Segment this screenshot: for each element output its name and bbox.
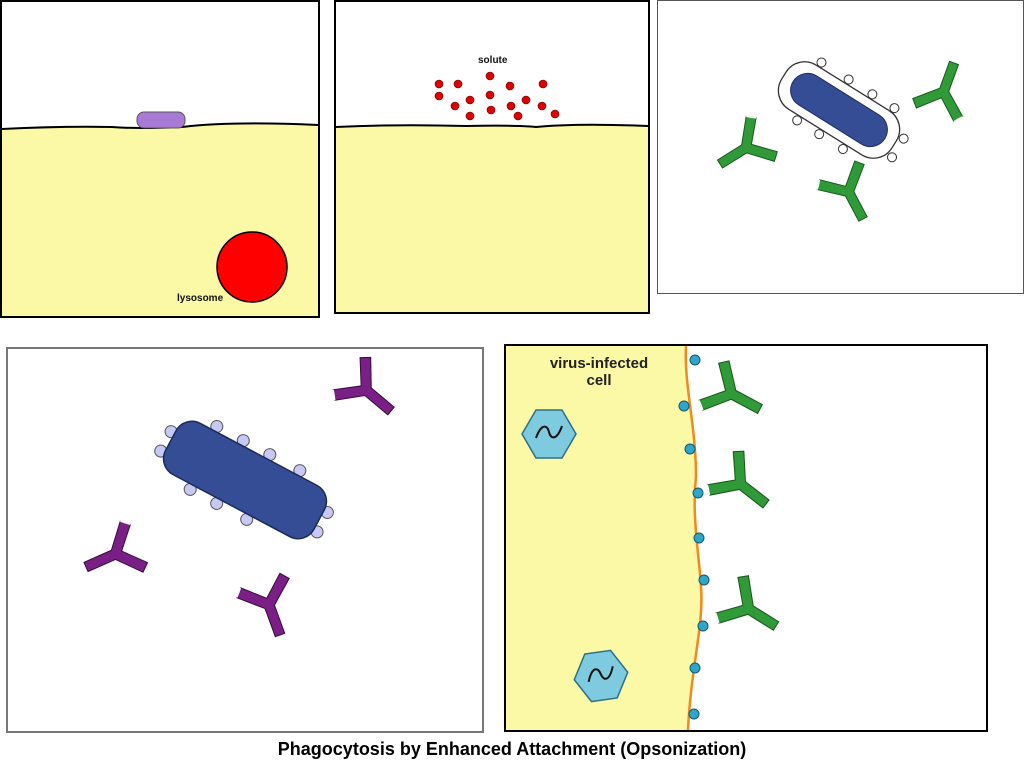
solute-molecule xyxy=(485,90,495,100)
capsule-bumps xyxy=(792,57,909,163)
solute-label: solute xyxy=(478,55,508,66)
lysosome-label: lysosome xyxy=(177,293,224,304)
solute-molecule xyxy=(506,101,516,111)
antibody xyxy=(705,111,782,188)
solute-molecule xyxy=(521,95,531,105)
solute-molecule xyxy=(550,109,560,119)
figure-caption: Phagocytosis by Enhanced Attachment (Ops… xyxy=(277,739,747,759)
antibody xyxy=(327,351,410,434)
antibody xyxy=(711,570,792,651)
solute-molecule xyxy=(465,95,475,105)
solute-molecule xyxy=(505,81,515,91)
antibody xyxy=(812,157,888,233)
solute-molecules xyxy=(434,71,560,121)
antibody xyxy=(702,445,784,527)
solute-molecule xyxy=(485,71,495,81)
panel-1-drawing xyxy=(2,111,318,316)
panel-solute: solute xyxy=(334,0,650,314)
antibody xyxy=(909,53,980,125)
cell-membrane xyxy=(336,123,648,129)
antibody xyxy=(694,356,774,435)
antibody xyxy=(233,570,308,646)
encapsulated-bacterium xyxy=(777,57,909,163)
panel-4-drawing xyxy=(73,351,410,646)
virus-infected-cell-label: virus-infected cell xyxy=(549,355,649,389)
panel-2-drawing xyxy=(336,71,648,312)
attached-particle xyxy=(136,111,186,129)
complement-proteins xyxy=(154,420,334,539)
cell-cytoplasm xyxy=(336,124,648,312)
solute-molecule xyxy=(513,111,523,121)
panel-virus-infected-cell: virus-infected cell xyxy=(504,344,988,732)
solute-molecule xyxy=(465,111,475,121)
solute-molecule xyxy=(434,79,444,89)
panel-particle-attachment: lysosome xyxy=(0,0,320,318)
panel-opsonized-bacterium xyxy=(6,347,484,733)
surface-antigens xyxy=(678,354,710,720)
bacterium xyxy=(154,420,334,540)
solute-molecule xyxy=(450,101,460,111)
solute-molecule xyxy=(453,79,463,89)
solute-molecule xyxy=(434,91,444,101)
solute-molecule xyxy=(486,105,496,115)
panel-5-drawing xyxy=(506,346,792,730)
panel-bacterium-antibodies xyxy=(657,0,1024,294)
lysosome xyxy=(216,231,288,303)
panel-3-drawing xyxy=(705,53,980,233)
solute-molecule xyxy=(538,79,548,89)
antibody xyxy=(73,517,152,594)
solute-molecule xyxy=(537,101,547,111)
